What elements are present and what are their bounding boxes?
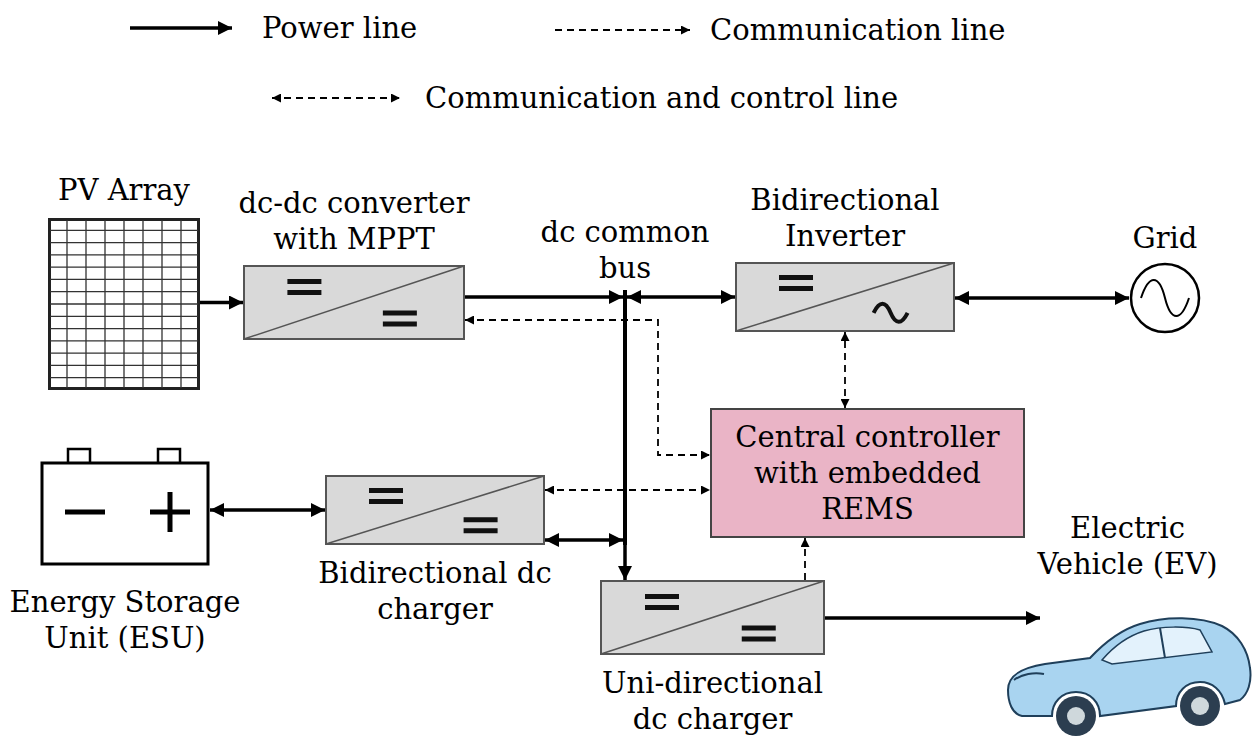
communication-line-sample: [555, 29, 690, 31]
power-line: [627, 295, 735, 299]
dc-symbol: [779, 277, 813, 288]
communication-line: [545, 489, 710, 491]
dc-symbol: [383, 313, 417, 324]
converter-symbol: [735, 262, 955, 332]
legend-label: Communication and control line: [425, 80, 898, 116]
node-label: Grid: [1110, 220, 1220, 256]
node-label: Bidirectional dc charger: [310, 555, 560, 627]
controller-label: Central controller with embedded REMS: [724, 419, 1011, 527]
dc-symbol: [287, 282, 321, 293]
panel-cells: [50, 220, 198, 388]
minus-sign: [65, 510, 105, 515]
converter-diagonal: [736, 263, 954, 331]
pv-array-shape: [48, 218, 200, 390]
converter-outline: [601, 581, 824, 654]
battery-unit: Energy Storage Unit (ESU): [0, 448, 250, 656]
car-wheel: [1056, 696, 1096, 736]
converter-outline: [326, 476, 544, 544]
legend-label: Communication line: [710, 12, 1005, 48]
inverter-box-shape: [735, 262, 955, 332]
node-label-group: dc common bus: [525, 214, 725, 286]
power-line: [545, 538, 623, 542]
pv-panel: [48, 218, 200, 390]
node-label: Electric Vehicle (EV): [1028, 510, 1228, 582]
panel-frame: [50, 220, 199, 389]
ac-symbol: [874, 304, 908, 322]
converter-box-shape: [325, 475, 545, 545]
dc-symbol: [369, 490, 403, 501]
battery-body: [42, 463, 208, 564]
converter-diagonal: [326, 476, 544, 544]
converter-symbol: [325, 475, 545, 545]
communication-line: [465, 320, 710, 455]
control-line-sample: [272, 97, 400, 99]
node-label-group: Uni-directional dc charger: [593, 665, 833, 737]
power-line: [200, 301, 243, 305]
node-label: Bidirectional Inverter: [730, 182, 960, 254]
car-illustration: [1000, 590, 1255, 740]
converter-outline: [736, 263, 954, 331]
grid-circle: [1131, 264, 1199, 332]
controller-box: Central controller with embedded REMS: [710, 408, 1025, 538]
window-pillar: [1160, 628, 1165, 658]
electric-vehicle-shape: [1000, 590, 1255, 740]
grid-source: Grid: [1110, 220, 1220, 334]
node-label-group: Electric Vehicle (EV): [1028, 510, 1228, 582]
car-wheel: [1180, 686, 1220, 726]
converter-box-shape: [243, 265, 465, 340]
node-label-group: Bidirectional Inverter: [730, 182, 960, 254]
converter-box: Uni-directional dc charger: [593, 580, 833, 737]
battery-unit-shape: [40, 448, 210, 566]
dc-symbol: [464, 520, 498, 531]
node-label-group: dc-dc converter with MPPT: [219, 185, 489, 257]
dc-symbol: [742, 628, 776, 639]
plus-sign: [150, 492, 190, 532]
legend-label: Power line: [262, 10, 417, 46]
converter-diagonal: [601, 581, 824, 654]
grid-symbol: [1129, 262, 1201, 334]
dc-bus: dc common bus: [525, 214, 725, 545]
power-line: [465, 295, 623, 299]
converter-outline: [244, 266, 464, 339]
converter-box-shape: [600, 580, 825, 655]
grid-source-shape: [1129, 262, 1201, 334]
power-line: [955, 296, 1129, 300]
node-label: Energy Storage Unit (ESU): [0, 584, 250, 656]
wheel-hub: [1067, 707, 1085, 725]
car-window: [1102, 627, 1212, 664]
node-label: Uni-directional dc charger: [593, 665, 833, 737]
electric-vehicle: Electric Vehicle (EV): [1000, 510, 1255, 740]
node-label-group: Bidirectional dc charger: [310, 555, 560, 627]
converter-box: Bidirectional dc charger: [310, 475, 560, 627]
car-headlight: [1014, 673, 1044, 680]
power-line-sample: [130, 26, 232, 30]
converter-diagonal: [244, 266, 464, 339]
power-line: [825, 616, 1040, 620]
dc-bus-shape: [623, 290, 627, 545]
node-label: PV Array: [24, 172, 224, 208]
node-label-group: Grid: [1110, 220, 1220, 256]
wheel-hub: [1191, 697, 1209, 715]
dc-symbol: [645, 597, 679, 608]
converter-box: dc-dc converter with MPPT: [219, 185, 489, 340]
communication-line: [844, 332, 846, 408]
node-label-group: PV Array: [24, 172, 224, 208]
power-line: [623, 545, 627, 580]
node-label: dc common bus: [525, 214, 725, 286]
converter-symbol: [600, 580, 825, 655]
node-label: dc-dc converter with MPPT: [219, 185, 489, 257]
inverter-box: Bidirectional Inverter: [730, 182, 960, 332]
battery-symbol: [40, 448, 210, 566]
node-label-group: Energy Storage Unit (ESU): [0, 584, 250, 656]
converter-symbol: [243, 265, 465, 340]
pv-array: PV Array: [24, 172, 224, 390]
power-line: [210, 508, 325, 512]
communication-line: [804, 538, 806, 580]
sine-wave: [1141, 280, 1189, 316]
